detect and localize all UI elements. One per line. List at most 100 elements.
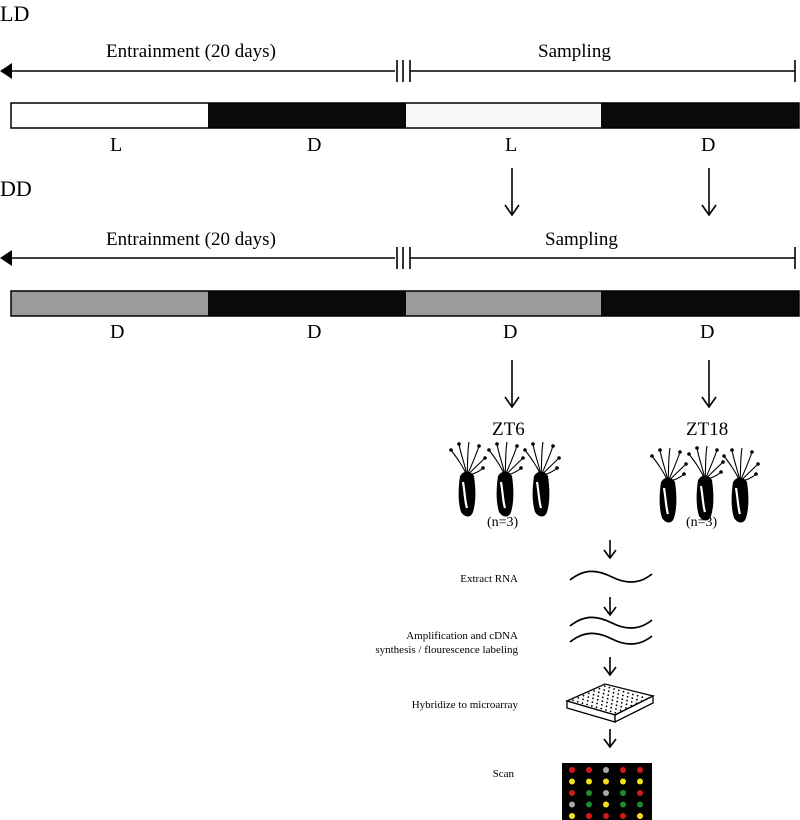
- scan-spot: [569, 778, 575, 785]
- array-spot: [595, 706, 598, 709]
- array-spot: [602, 696, 604, 699]
- array-spot: [603, 685, 606, 688]
- ld-bar-segment-1: [11, 103, 208, 128]
- array-spot: [622, 690, 625, 693]
- array-spot: [582, 694, 585, 697]
- array-spot: [611, 699, 614, 702]
- array-spot: [592, 697, 594, 700]
- dd-bar-segment-4: [601, 291, 799, 316]
- dd-segment-label: D: [503, 321, 518, 343]
- array-spot: [596, 702, 598, 705]
- array-spot: [640, 700, 643, 702]
- timepoint-label-zt18: ZT18: [686, 419, 729, 440]
- array-spot: [621, 698, 624, 701]
- scan-spot: [637, 790, 643, 796]
- array-spot: [586, 699, 589, 702]
- specimen-icon: [486, 440, 526, 518]
- scan-image: [562, 763, 652, 820]
- array-spot: [609, 710, 612, 713]
- array-spot: [646, 697, 648, 700]
- array-spot: [610, 706, 613, 709]
- dd-bar-segment-3: [406, 291, 601, 316]
- scan-spot: [620, 790, 626, 796]
- specimen-icon: [686, 444, 726, 522]
- ld-to-dd-arrows: [504, 168, 717, 217]
- array-spot: [626, 695, 629, 698]
- array-spot: [581, 702, 584, 705]
- step-hybridize: Hybridize to microarray: [411, 699, 518, 711]
- ld-timeline: [12, 60, 796, 82]
- timepoint-label-zt6: ZT6: [492, 419, 525, 440]
- array-spot: [590, 705, 593, 707]
- scan-spot: [637, 801, 643, 808]
- array-spot: [597, 691, 600, 694]
- scan-spot: [603, 778, 609, 785]
- array-spot: [631, 697, 634, 700]
- array-spot: [636, 694, 639, 697]
- array-spot: [626, 699, 628, 702]
- array-spot: [607, 690, 610, 693]
- dd-segment-label: D: [700, 321, 715, 343]
- array-spot: [577, 697, 580, 699]
- ld-bar-segment-3: [406, 103, 601, 128]
- scan-spot: [620, 767, 626, 773]
- scan-spot: [569, 801, 575, 808]
- zt18-specimen-icons: [649, 444, 761, 524]
- array-spot: [641, 696, 644, 699]
- array-spot: [625, 707, 627, 709]
- pipeline-arrows: [603, 540, 617, 749]
- array-spot: [632, 693, 634, 696]
- scan-spot: [620, 813, 626, 819]
- specimen-icon: [522, 440, 562, 518]
- ld-bar-outline: [10, 102, 800, 129]
- dd-bar-segment-1: [11, 291, 208, 316]
- array-spot: [591, 701, 594, 704]
- step-scan: Scan: [492, 768, 514, 780]
- ld-bar-segment-2: [208, 103, 406, 128]
- array-spot: [613, 688, 615, 690]
- ld-segment-label: D: [307, 134, 322, 156]
- array-spot: [620, 705, 623, 708]
- dd-bar-segment-2: [208, 291, 406, 316]
- scan-spot: [620, 801, 626, 808]
- array-spot: [608, 686, 611, 689]
- scan-spot: [569, 767, 575, 773]
- scan-spot: [637, 767, 643, 773]
- dd-sampling-label: Sampling: [545, 229, 618, 250]
- array-spot: [587, 692, 590, 695]
- sample-count-zt18: (n=3): [686, 515, 718, 530]
- array-spot: [630, 701, 633, 703]
- array-spot: [596, 698, 599, 701]
- array-spot: [600, 707, 603, 710]
- array-spot: [627, 692, 630, 694]
- scan-spot: [569, 790, 575, 796]
- array-spot: [598, 687, 601, 690]
- specimen-icon: [649, 446, 689, 524]
- specimen-icon: [448, 440, 488, 518]
- cdna-strands-icon: [569, 616, 653, 645]
- array-spot: [622, 694, 624, 697]
- array-spot: [636, 698, 638, 701]
- scan-spot: [586, 801, 592, 808]
- array-spot: [620, 702, 623, 704]
- array-spot: [572, 699, 574, 702]
- microarray-slide-icon: [565, 683, 655, 724]
- scan-spot: [586, 767, 592, 773]
- array-spot: [603, 689, 605, 691]
- ld-bar-segment-4: [601, 103, 799, 128]
- scan-spot: [569, 813, 575, 819]
- array-spot: [610, 703, 613, 705]
- ld-segment-label: D: [701, 134, 716, 156]
- array-spot: [617, 693, 620, 695]
- array-spot: [592, 693, 595, 696]
- specimen-icon: [721, 446, 761, 524]
- array-spot: [615, 704, 618, 707]
- array-spot: [625, 703, 628, 706]
- array-spot: [612, 691, 615, 694]
- step-labeling: synthesis / flourescence labeling: [375, 644, 518, 656]
- zt6-specimen-icons: [448, 440, 562, 518]
- array-spot: [600, 704, 603, 706]
- scan-spot: [637, 778, 643, 785]
